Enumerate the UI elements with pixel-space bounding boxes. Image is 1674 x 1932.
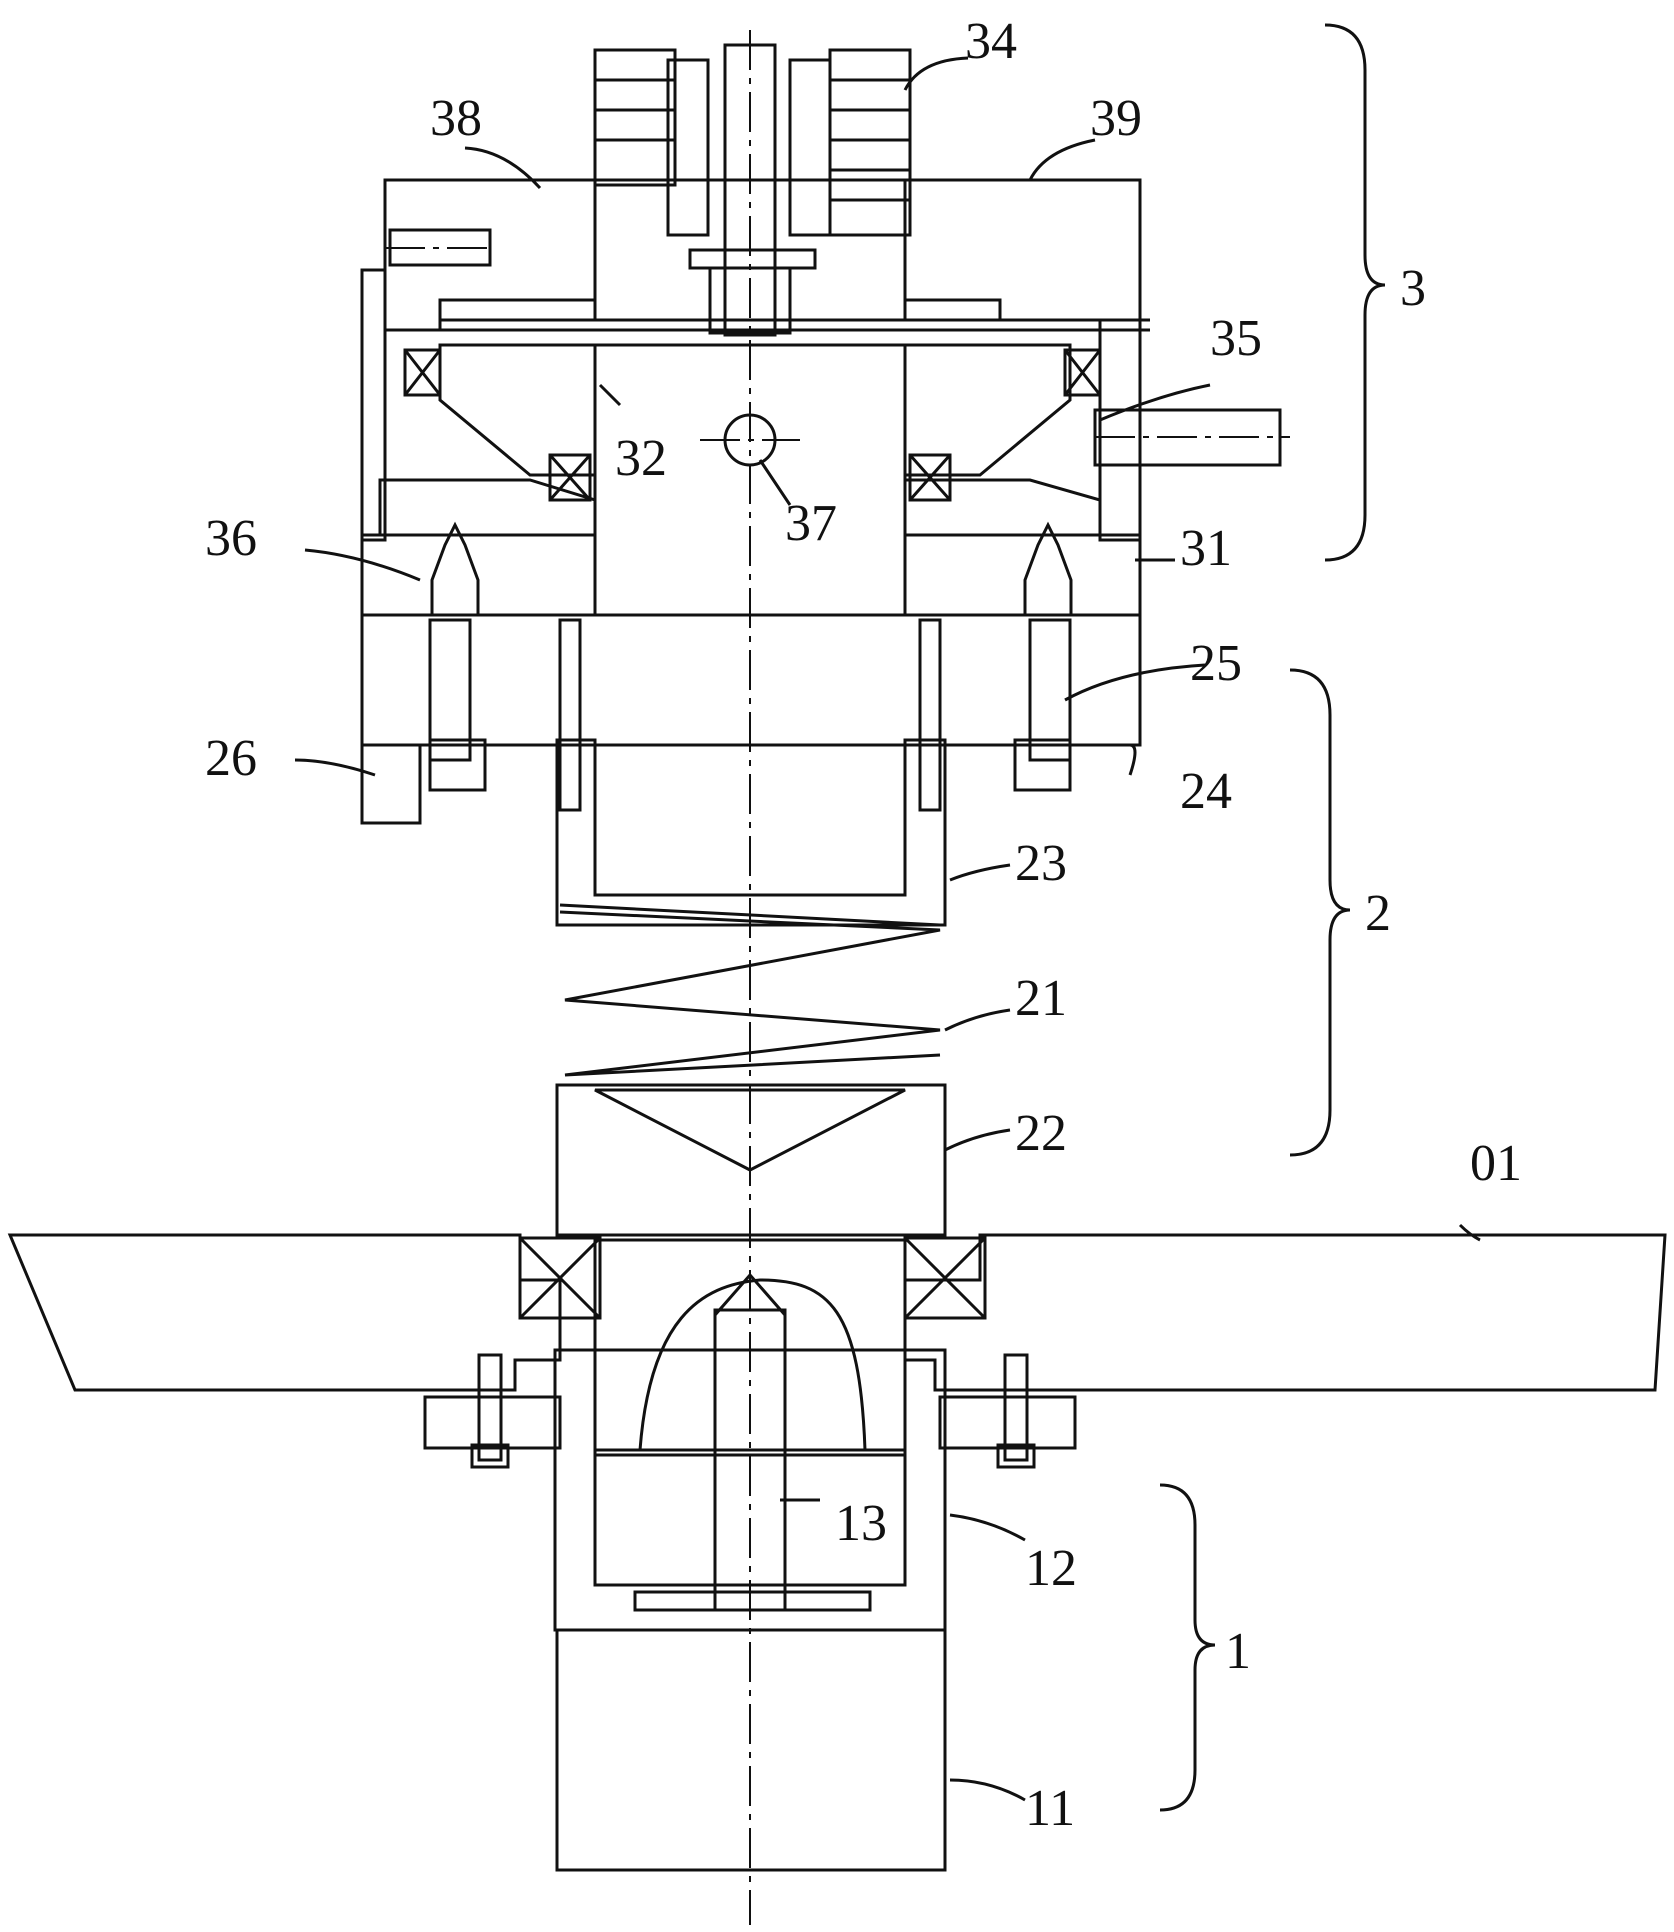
label-38: 38 — [430, 90, 482, 147]
label-37: 37 — [785, 495, 837, 552]
brace-1 — [1160, 1485, 1215, 1810]
label-3: 3 — [1400, 260, 1426, 317]
label-22: 22 — [1015, 1105, 1067, 1162]
lower-bearing-right — [905, 1238, 985, 1318]
label-11: 11 — [1025, 1780, 1075, 1837]
brace-2 — [1290, 670, 1350, 1155]
label-2: 2 — [1365, 885, 1391, 942]
brace-3 — [1325, 25, 1385, 560]
label-31: 31 — [1180, 520, 1232, 577]
label-13: 13 — [835, 1495, 887, 1552]
head-bearing-left — [405, 350, 590, 500]
spring-cup-23 — [557, 740, 945, 925]
label-21: 21 — [1015, 970, 1067, 1027]
label-24: 24 — [1180, 763, 1232, 820]
label-39: 39 — [1090, 90, 1142, 147]
label-36: 36 — [205, 510, 257, 567]
label-32: 32 — [615, 430, 667, 487]
label-34: 34 — [965, 13, 1017, 70]
label-1: 1 — [1225, 1623, 1251, 1680]
label-23: 23 — [1015, 835, 1067, 892]
label-25: 25 — [1190, 635, 1242, 692]
label-01: 01 — [1470, 1135, 1522, 1192]
label-26: 26 — [205, 730, 257, 787]
label-12: 12 — [1025, 1540, 1077, 1597]
disc-stack-34 — [595, 45, 910, 335]
label-35: 35 — [1210, 310, 1262, 367]
